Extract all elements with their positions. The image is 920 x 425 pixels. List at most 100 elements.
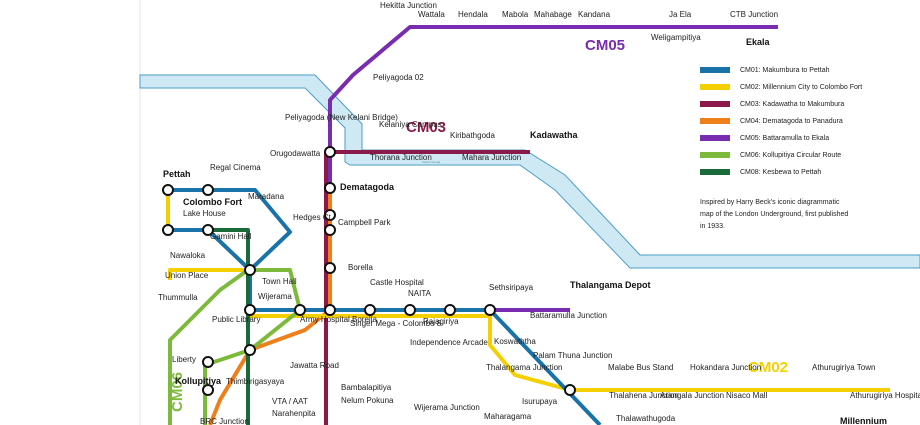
label-maradana: Maradana xyxy=(248,192,285,201)
label-brc: BRC Junction xyxy=(200,417,249,425)
station-sethsiripaya[interactable] xyxy=(484,304,496,316)
label-sethsiripaya: Sethsiripaya xyxy=(489,283,534,292)
station-pettah[interactable] xyxy=(162,184,174,196)
legend-label-cm06: CM06: Kollupitiya Circular Route xyxy=(740,152,841,159)
legend-swatch-cm02 xyxy=(700,84,730,90)
legend-swatch-cm03 xyxy=(700,101,730,107)
label-colombo-fort: Colombo Fort xyxy=(183,197,242,207)
label-thimbirigasyaya: Thimbirigasyaya xyxy=(226,377,285,386)
legend-label-cm04: CM04: Dematagoda to Panadura xyxy=(740,118,843,125)
label-thalawathugoda: Thalawathugoda xyxy=(616,414,676,423)
label-arangala: Arangala Junction xyxy=(660,391,724,400)
label-borella: Borella xyxy=(348,263,373,272)
label-peliyagoda: Peliyagoda (New Kelani Bridge) xyxy=(285,113,398,122)
stations xyxy=(162,146,576,396)
line-cm03 xyxy=(324,150,530,425)
label-hokandara: Hokandara Junction xyxy=(690,363,761,372)
river: Kelani Ganga xyxy=(139,74,920,269)
label-ctb: CTB Junction xyxy=(730,10,778,19)
label-thummulla: Thummulla xyxy=(158,293,198,302)
label-pettah: Pettah xyxy=(163,169,191,179)
label-hekitta: Hekitta Junction xyxy=(380,1,437,10)
label-battaramulla: Battaramulla Junction xyxy=(530,311,607,320)
station-regal[interactable] xyxy=(202,184,214,196)
label-thalahena: Thalahena Junction xyxy=(609,391,679,400)
legend-swatch-cm05 xyxy=(700,135,730,141)
line-cm06 xyxy=(168,268,302,425)
station-hedges[interactable] xyxy=(324,209,336,221)
label-public-library: Public Library xyxy=(212,315,260,324)
label-campbell: Campbell Park xyxy=(338,218,391,227)
label-army-hospital: Army Hospital Borella xyxy=(300,315,377,324)
label-singer-mega: Singer Mega - Colombo 8 xyxy=(350,319,442,328)
label-mabola: Mabola xyxy=(502,10,529,19)
label-kiribathgoda: Kiribathgoda xyxy=(450,131,495,140)
station-orugodawatta[interactable] xyxy=(324,146,336,158)
label-ekala: Ekala xyxy=(746,37,771,47)
note: Inspired by Harry Beck's iconic diagramm… xyxy=(700,199,848,230)
label-kandana: Kandana xyxy=(578,10,611,19)
label-wattala: Wattala xyxy=(418,10,445,19)
label-malabe: Malabe Bus Stand xyxy=(608,363,673,372)
station-wijerama[interactable] xyxy=(244,304,256,316)
station-kollupitiya[interactable] xyxy=(202,384,214,396)
station-campbell[interactable] xyxy=(324,224,336,236)
station-labels: Hekitta Junction Wattala Hendala Mabola … xyxy=(158,1,920,425)
label-thalangama-jn: Thalangama Junction xyxy=(486,363,563,372)
label-town-hall: Town Hall xyxy=(262,277,297,286)
label-independence: Independence Arcade xyxy=(410,338,488,347)
label-hedges: Hedges Ct. xyxy=(293,213,333,222)
label-palam-thuna: Palam Thuna Junction xyxy=(533,351,612,360)
label-isurupaya: Isurupaya xyxy=(522,397,558,406)
legend-swatch-cm01 xyxy=(700,67,730,73)
station-rajagiriya[interactable] xyxy=(444,304,456,316)
label-maharagama: Maharagama xyxy=(484,412,532,421)
legend-swatch-cm06 xyxy=(700,152,730,158)
station-castle[interactable] xyxy=(364,304,376,316)
station-naita[interactable] xyxy=(404,304,416,316)
river-label: Kelani Ganga xyxy=(422,160,441,164)
label-nawaloka: Nawaloka xyxy=(170,251,206,260)
station-borella[interactable] xyxy=(324,262,336,274)
station-dematagoda[interactable] xyxy=(324,182,336,194)
label-dematagoda: Dematagoda xyxy=(340,182,395,192)
label-union-place: Union Place xyxy=(165,271,209,280)
station-palam-thuna[interactable] xyxy=(564,384,576,396)
label-liberty: Liberty xyxy=(172,355,196,364)
label-jawatta: Jawatta Road xyxy=(290,361,339,370)
route-label-cm05: CM05 xyxy=(585,37,625,54)
label-naita: NAITA xyxy=(408,289,432,298)
label-millennium: Millennium xyxy=(840,416,887,425)
legend-label-cm01: CM01: Makumbura to Pettah xyxy=(740,67,830,74)
station-liberty[interactable] xyxy=(202,356,214,368)
legend-swatch-cm08 xyxy=(700,169,730,175)
station-army-hospital[interactable] xyxy=(294,304,306,316)
label-wijerama-jn: Wijerama Junction xyxy=(414,403,480,412)
station-lake-house[interactable] xyxy=(162,224,174,236)
label-hendala: Hendala xyxy=(458,10,488,19)
station-gamini-hall[interactable] xyxy=(202,224,214,236)
label-athurugiriya-hosp: Athurugiriya Hospital xyxy=(850,391,920,400)
legend-label-cm03: CM03: Kadawatha to Makumbura xyxy=(740,101,844,108)
station-jawatta[interactable] xyxy=(244,344,256,356)
label-mahabage: Mahabage xyxy=(534,10,572,19)
label-kelaniya: Kelaniya Campus xyxy=(379,120,442,129)
label-wijerama: Wijerama xyxy=(258,292,292,301)
note-line-2: map of the London Underground, first pub… xyxy=(700,211,848,218)
station-borella-jn[interactable] xyxy=(324,304,336,316)
line-cm04 xyxy=(208,188,332,425)
label-vta-aat: VTA / AAT xyxy=(272,397,308,406)
label-orugodawatta: Orugodawatta xyxy=(270,149,321,158)
label-gamini-hall: Gamini Hall xyxy=(210,232,252,241)
label-thorana: Thorana Junction xyxy=(370,153,432,162)
route-label-cm06: CM06 xyxy=(169,372,186,412)
station-town-hall[interactable] xyxy=(244,264,256,276)
legend-label-cm05: CM05: Battaramulla to Ekala xyxy=(740,135,829,142)
label-narahenpita: Narahenpita xyxy=(272,409,316,418)
label-castle: Castle Hospital xyxy=(370,278,424,287)
label-kollupitiya: Kollupitiya xyxy=(175,376,222,386)
note-line-1: Inspired by Harry Beck's iconic diagramm… xyxy=(700,199,840,206)
label-regal: Regal Cinema xyxy=(210,163,261,172)
legend-swatch-cm04 xyxy=(700,118,730,124)
